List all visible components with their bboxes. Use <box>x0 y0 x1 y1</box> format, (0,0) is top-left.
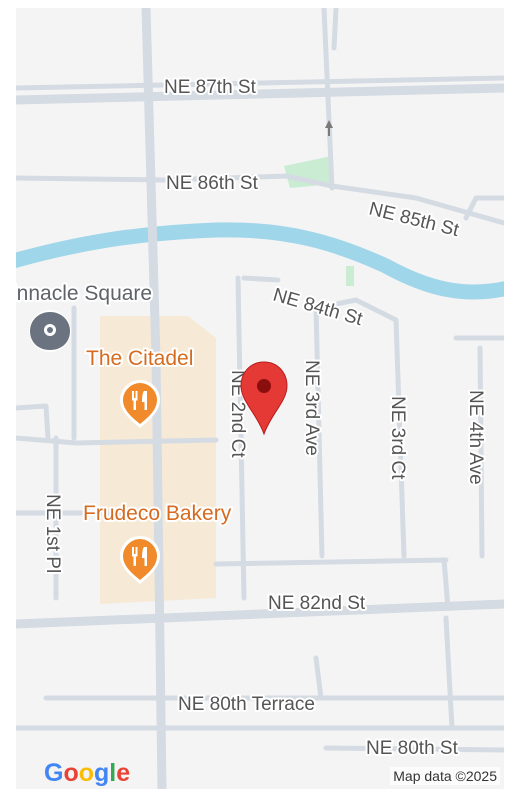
place-marker-icon[interactable] <box>29 310 71 352</box>
poi-label-the-citadel[interactable]: The Citadel <box>84 345 195 372</box>
minor-roads <box>16 8 504 753</box>
logo-letter-g: G <box>44 759 64 787</box>
one-way-arrow-icon <box>325 120 333 136</box>
logo-letter-l: l <box>109 759 117 787</box>
canal <box>16 222 504 300</box>
label-ne-4th-ave: NE 4th Ave <box>465 390 486 485</box>
label-ne-80th-terrace: NE 80th Terrace <box>178 694 315 715</box>
location-pin-icon[interactable] <box>240 361 288 436</box>
park-area-small <box>346 266 354 286</box>
map-layer: NE 87th St NE 86th St NE 85th St NE 84th… <box>16 8 504 789</box>
poi-label-frudeco-bakery[interactable]: Frudeco Bakery <box>81 500 234 527</box>
map-canvas[interactable]: NE 87th St NE 86th St NE 85th St NE 84th… <box>16 8 504 789</box>
restaurant-icon[interactable] <box>120 380 160 428</box>
label-ne-3rd-ct: NE 3rd Ct <box>387 396 408 480</box>
label-pinnacle-square: innacle Square <box>16 282 152 305</box>
google-logo[interactable]: Google <box>44 759 130 788</box>
logo-letter-g2: g <box>94 759 110 787</box>
label-ne-87th-st: NE 87th St <box>164 77 257 98</box>
label-ne-80th-st: NE 80th St <box>366 738 459 759</box>
label-ne-82nd-st: NE 82nd St <box>268 593 366 614</box>
map-attribution[interactable]: Map data ©2025 <box>390 767 500 785</box>
label-ne-86th-st: NE 86th St <box>166 173 259 194</box>
major-roads <box>16 8 504 789</box>
label-ne-1st-pl: NE 1st Pl <box>42 494 63 573</box>
restaurant-icon[interactable] <box>120 536 160 584</box>
logo-letter-e: e <box>116 759 131 787</box>
logo-letter-o1: o <box>63 759 79 787</box>
label-ne-3rd-ave: NE 3rd Ave <box>301 360 322 456</box>
logo-letter-o2: o <box>78 759 95 787</box>
